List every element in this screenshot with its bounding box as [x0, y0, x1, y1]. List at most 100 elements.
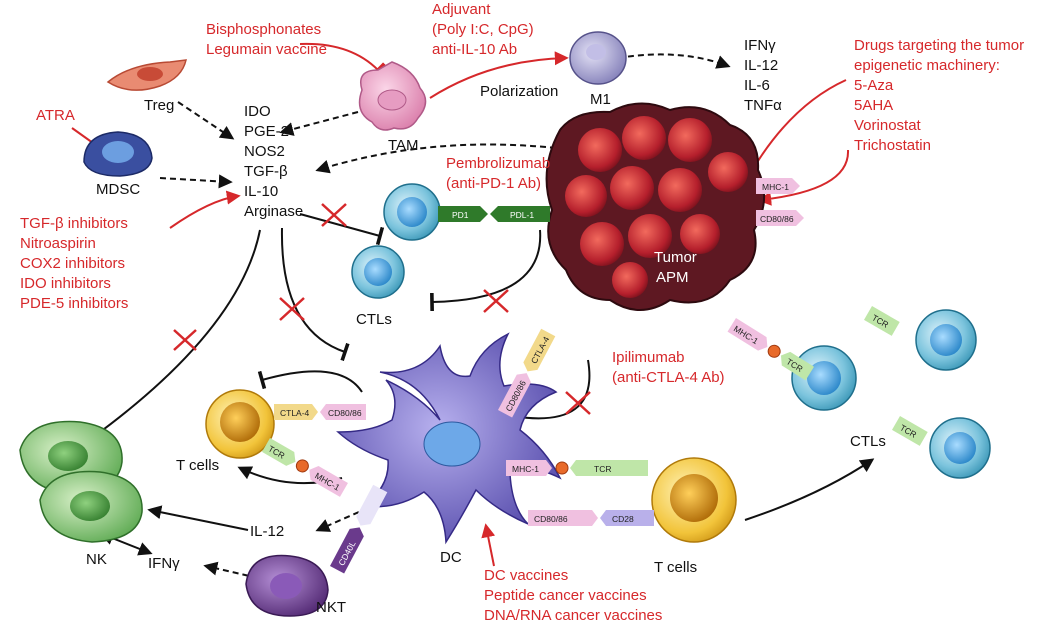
tumor-label-2: APM [656, 269, 689, 286]
tcr-tag-bottom [570, 460, 648, 476]
tcr-tag-ctl-3: TCR [892, 416, 928, 446]
treg-cell [106, 59, 187, 91]
nkt-cell [245, 554, 329, 617]
factor-pge2: PGE-2 [244, 123, 289, 140]
ctl-cell-right-2 [915, 309, 977, 371]
mhc1-tcr-complex: MHC-1 TCR [727, 318, 815, 381]
cd80-tag-left [320, 404, 366, 420]
mhc1-label-tumor: MHC-1 [762, 182, 789, 192]
drug-epigenetic-4: 5AHA [854, 97, 893, 114]
inhibit-factors-to-ctl [299, 213, 385, 246]
connectors [85, 53, 875, 579]
tcells-left-label: T cells [176, 457, 219, 474]
pd1-label: PD1 [452, 210, 469, 220]
ctls-right-label: CTLs [850, 433, 886, 450]
arrow-mdsc-to-factors [159, 174, 233, 189]
pdl1-label: PDL-1 [510, 210, 534, 220]
arrow-tcells-to-ctls [744, 458, 875, 521]
cell-labels: Treg MDSC TAM M1 Polarization Tumor APM … [86, 83, 886, 616]
ctl-cell-lower [351, 245, 405, 299]
pdl1-tag [490, 206, 550, 222]
tcell-bottom [651, 457, 737, 543]
tcr-tag-ctl-2: TCR [864, 306, 900, 336]
red-arrow-vaccines [481, 523, 496, 567]
suppressive-factors-list: IDO PGE-2 NOS2 TGF-β IL-10 Arginase [244, 103, 303, 220]
cytokine-ifng: IFNγ [744, 37, 776, 54]
mdsc-label: MDSC [96, 181, 140, 198]
drug-atra: ATRA [36, 107, 75, 124]
drug-atra-1: ATRA [36, 107, 75, 124]
mhc1-label-bottom: MHC-1 [512, 464, 539, 474]
arrow-tumor-to-factors [315, 143, 557, 174]
cd80-label-left: CD80/86 [328, 408, 362, 418]
drug-inhibitors: TGF-β inhibitors Nitroaspirin COX2 inhib… [20, 215, 128, 312]
cd40l-complex: CD40L [330, 484, 388, 574]
il12-bottom-label: IL-12 [250, 523, 284, 540]
arrow-tam-to-factors [279, 111, 359, 136]
tam-label: TAM [388, 137, 419, 154]
dc-cell [336, 332, 562, 545]
drug-adjuvant-3: anti-IL-10 Ab [432, 41, 517, 58]
m1-label: M1 [590, 91, 611, 108]
drug-bisphosphonates-2: Legumain vaccine [206, 41, 327, 58]
drug-adjuvant: Adjuvant (Poly I:C, CpG) anti-IL-10 Ab [432, 1, 534, 58]
cd80-label-tumor: CD80/86 [760, 214, 794, 224]
block-x-pdl1 [483, 289, 509, 313]
cd80-tag-tumor [756, 210, 804, 226]
drug-vaccines-3: DNA/RNA cancer vaccines [484, 607, 662, 624]
block-marks [173, 203, 591, 415]
drug-inhibitors-3: COX2 inhibitors [20, 255, 125, 272]
tumor-label-1: Tumor [654, 249, 697, 266]
cd80-label-bottom: CD80/86 [534, 514, 568, 524]
drug-pembrolizumab-1: Pembrolizumab [446, 155, 550, 172]
factor-il10: IL-10 [244, 183, 278, 200]
dc-label: DC [440, 549, 462, 566]
arrow-il12-to-nk [147, 505, 249, 531]
drug-bisphosphonates-1: Bisphosphonates [206, 21, 321, 38]
pd1-tag [438, 206, 488, 222]
tumor-cells [565, 116, 748, 298]
drug-inhibitors-4: IDO inhibitors [20, 275, 111, 292]
drug-epigenetic: Drugs targeting the tumor epigenetic mac… [854, 37, 1024, 154]
arrow-treg-to-factors [177, 101, 235, 140]
arrow-dc-to-il12 [315, 507, 369, 532]
ctl-cell-right-1 [791, 345, 857, 411]
inhibit-dc-to-tcells [257, 370, 363, 393]
mhc1-tag-bottom [506, 460, 552, 476]
drug-inhibitors-5: PDE-5 inhibitors [20, 295, 128, 312]
arrow-m1-to-cytokines [617, 53, 731, 69]
drug-epigenetic-6: Trichostatin [854, 137, 931, 154]
inhibit-factors-to-nk [85, 229, 261, 447]
ctla4-label-left: CTLA-4 [280, 408, 310, 418]
drug-ipilimumab-1: Ipilimumab [612, 349, 685, 366]
drug-vaccines-1: DC vaccines [484, 567, 568, 584]
tcell-left [205, 389, 275, 459]
drug-inhibitors-2: Nitroaspirin [20, 235, 96, 252]
drug-vaccines: DC vaccines Peptide cancer vaccines DNA/… [484, 567, 662, 624]
tcells-bottom-label: T cells [654, 559, 697, 576]
mdsc-cell [83, 131, 153, 177]
drug-epigenetic-5: Vorinostat [854, 117, 922, 134]
ifng-bottom-label: IFNγ [148, 555, 180, 572]
block-x-nk [173, 329, 197, 351]
drug-pembrolizumab: Pembrolizumab (anti-PD-1 Ab) [446, 155, 550, 192]
tam-cell [358, 61, 427, 131]
nk-label: NK [86, 551, 107, 568]
drug-epigenetic-2: epigenetic machinery: [854, 57, 1000, 74]
inhibit-pdl1-loop [430, 229, 542, 312]
drug-ipilimumab-2: (anti-CTLA-4 Ab) [612, 369, 725, 386]
mhc1-tag-tumor [756, 178, 800, 194]
m1-cytokines-list: IFNγ IL-12 IL-6 TNFα [744, 37, 782, 114]
m1-cell [569, 31, 627, 85]
tcr-label-bottom: TCR [594, 464, 611, 474]
red-arrow-adjuvant [429, 51, 569, 99]
drug-bisphosphonates: Bisphosphonates Legumain vaccine [206, 21, 327, 58]
factor-arginase: Arginase [244, 203, 303, 220]
cd28-label-bottom: CD28 [612, 514, 634, 524]
cytokine-tnfa: TNFα [744, 97, 782, 114]
block-x-dc [279, 297, 305, 321]
drug-epigenetic-1: Drugs targeting the tumor [854, 37, 1024, 54]
cytokine-il12: IL-12 [744, 57, 778, 74]
